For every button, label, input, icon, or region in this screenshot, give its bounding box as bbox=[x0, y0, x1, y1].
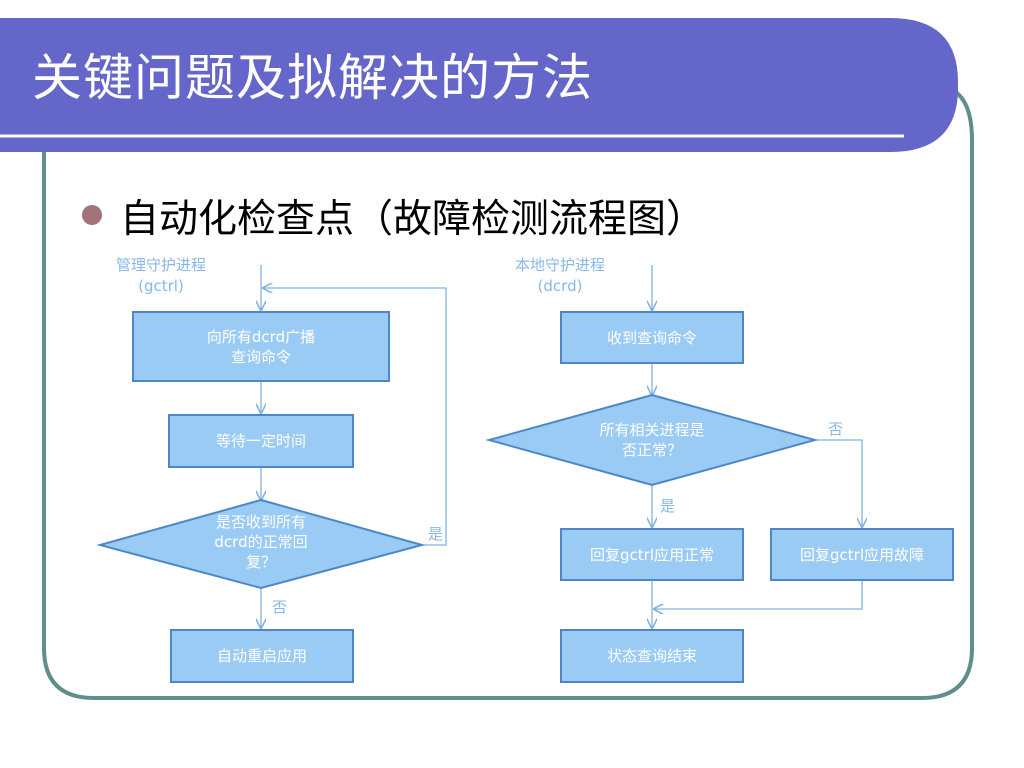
auto-restart-box: 自动重启应用 bbox=[170, 629, 354, 683]
frame-border bbox=[42, 84, 974, 700]
left-process-name: 管理守护进程 bbox=[115, 256, 206, 274]
left-decision-line3: 复？ bbox=[245, 553, 276, 571]
reply-ok-box: 回复gctrl应用正常 bbox=[560, 528, 744, 581]
edge-left-yes-loop bbox=[263, 288, 447, 546]
slide-title: 关键问题及拟解决的方法 bbox=[32, 49, 593, 107]
right-process-label: 本地守护进程 (dcrd) bbox=[495, 255, 625, 297]
right-decision-line1: 所有相关进程是 bbox=[599, 421, 705, 439]
reply-fail-box: 回复gctrl应用故障 bbox=[770, 528, 954, 581]
right-process-name: 本地守护进程 bbox=[514, 256, 605, 274]
left-decision-line2: dcrd的正常回 bbox=[214, 533, 308, 551]
right-no-label: 否 bbox=[828, 420, 844, 438]
left-process-id: (gctrl) bbox=[138, 277, 184, 295]
left-decision-text: 是否收到所有 dcrd的正常回 复？ bbox=[181, 512, 341, 572]
left-no-label: 否 bbox=[272, 598, 288, 616]
wait-box: 等待一定时间 bbox=[168, 414, 354, 468]
left-process-label: 管理守护进程 (gctrl) bbox=[96, 255, 226, 297]
receive-query-box: 收到查询命令 bbox=[560, 311, 744, 364]
left-decision-line1: 是否收到所有 bbox=[215, 513, 306, 531]
query-end-box: 状态查询结束 bbox=[560, 629, 744, 683]
broadcast-query-box: 向所有dcrd广播 查询命令 bbox=[132, 311, 390, 382]
right-yes-label: 是 bbox=[660, 497, 676, 515]
right-process-id: (dcrd) bbox=[537, 277, 583, 295]
edge-right-no bbox=[815, 439, 862, 527]
right-decision-line2: 否正常？ bbox=[621, 441, 682, 459]
broadcast-query-line2: 查询命令 bbox=[230, 347, 291, 366]
decision-diamond-left bbox=[96, 498, 426, 590]
title-bar bbox=[0, 18, 958, 152]
broadcast-query-line1: 向所有dcrd广播 bbox=[206, 327, 316, 346]
left-yes-label: 是 bbox=[428, 525, 444, 543]
bullet-text: 自动化检查点（故障检测流程图） bbox=[120, 197, 706, 242]
decision-diamond-right bbox=[485, 393, 819, 487]
bullet-dot bbox=[82, 205, 102, 225]
right-decision-text: 所有相关进程是 否正常？ bbox=[572, 420, 732, 460]
edge-right-fail-end bbox=[654, 581, 863, 609]
